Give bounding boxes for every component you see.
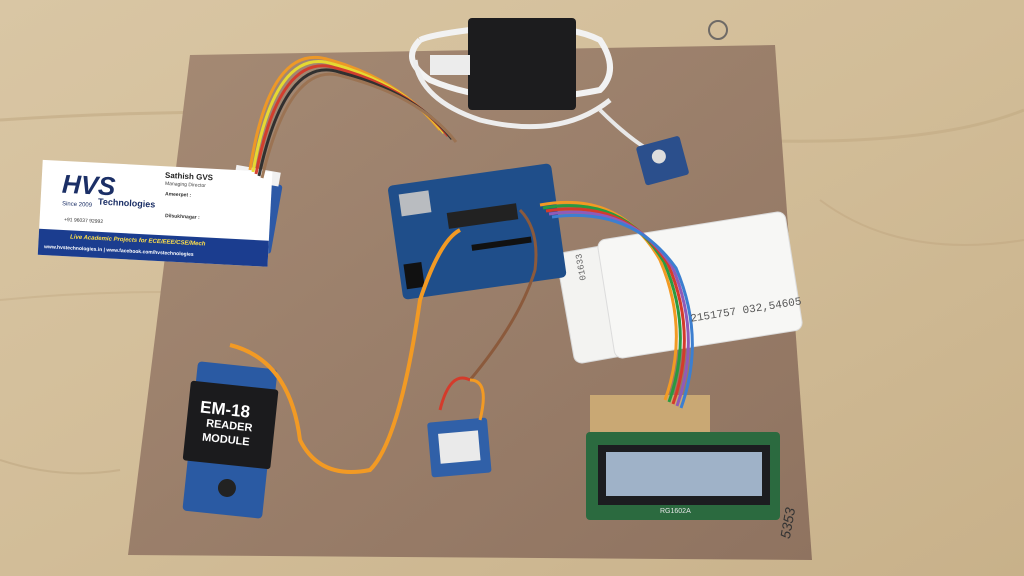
arduino-board: [388, 163, 567, 300]
ir-sensor-module: [636, 136, 689, 186]
business-card: [37, 159, 273, 267]
lcd-module: [586, 395, 780, 520]
rfid-card-front: [597, 211, 803, 359]
power-adapter: [468, 18, 576, 110]
em18-module: [182, 361, 279, 519]
lcd-label: RG1602A: [660, 508, 691, 515]
buzzer-module: [427, 417, 492, 478]
card-branch-1: Ameerpet :: [164, 191, 192, 199]
lcd-screen: [606, 452, 762, 496]
